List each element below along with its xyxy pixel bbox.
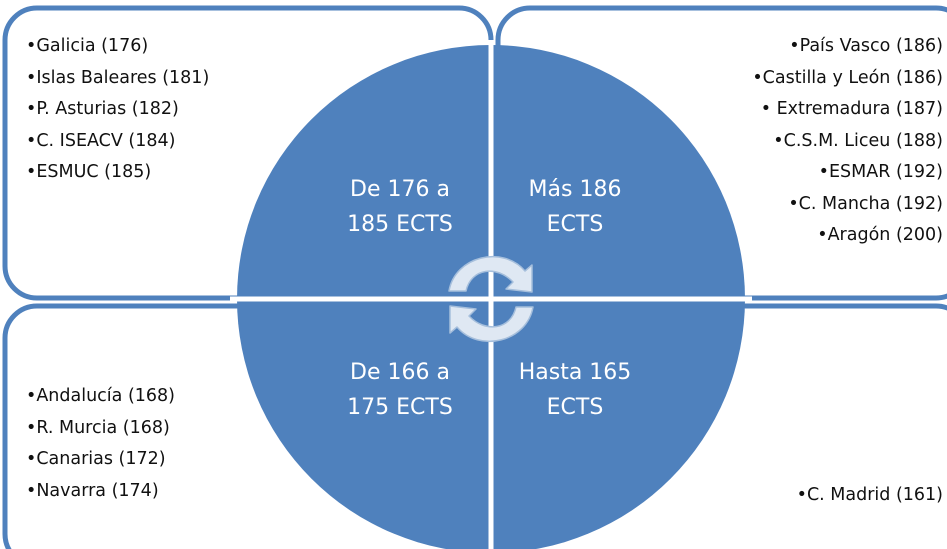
cycle-arrow-bottom-icon xyxy=(449,305,534,343)
list-bottom-right: C. Madrid (161) xyxy=(797,480,943,512)
list-item: C.S.M. Liceu (188) xyxy=(752,126,943,158)
list-item: Canarias (172) xyxy=(26,444,175,476)
quadrant-label-bottom-right: Hasta 165 ECTS xyxy=(518,360,632,420)
list-item: Castilla y León (186) xyxy=(752,63,943,95)
list-bottom-left: Andalucía (168) R. Murcia (168) Canarias… xyxy=(26,381,175,507)
list-item: País Vasco (186) xyxy=(752,31,943,63)
list-item: Andalucía (168) xyxy=(26,381,175,413)
list-item: Galicia (176) xyxy=(26,31,209,63)
list-item: ESMUC (185) xyxy=(26,157,209,189)
circle-quadrant-top-right xyxy=(491,45,745,299)
circle-quadrant-bottom-left xyxy=(237,299,491,549)
list-item: P. Asturias (182) xyxy=(26,94,209,126)
list-top-right: País Vasco (186) Castilla y León (186) E… xyxy=(752,31,943,252)
list-item: ESMAR (192) xyxy=(752,157,943,189)
quadrant-label-top-left: De 176 a 185 ECTS xyxy=(347,177,453,237)
list-item: C. Madrid (161) xyxy=(797,480,943,512)
list-top-left: Galicia (176) Islas Baleares (181) P. As… xyxy=(26,31,209,189)
circle-quadrant-bottom-right xyxy=(491,299,745,549)
list-item: R. Murcia (168) xyxy=(26,413,175,445)
list-item: Extremadura (187) xyxy=(752,94,943,126)
circle-quadrant-top-left xyxy=(237,45,491,299)
list-item: C. ISEACV (184) xyxy=(26,126,209,158)
list-item: C. Mancha (192) xyxy=(752,189,943,221)
quadrant-label-top-right: Más 186 ECTS xyxy=(528,177,622,237)
list-item: Aragón (200) xyxy=(752,220,943,252)
list-item: Islas Baleares (181) xyxy=(26,63,209,95)
cycle-arrow-top-icon xyxy=(448,255,533,293)
quadrant-label-bottom-left: De 166 a 175 ECTS xyxy=(347,360,453,420)
list-item: Navarra (174) xyxy=(26,476,175,508)
